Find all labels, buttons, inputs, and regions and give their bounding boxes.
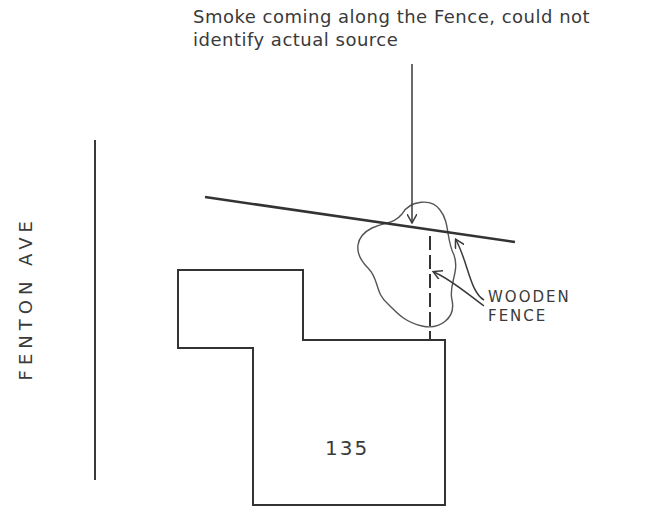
house-outline: 135	[177, 268, 449, 508]
house-number: 135	[325, 436, 369, 460]
street-line	[94, 140, 96, 480]
note-text: WOODEN FENCE	[488, 288, 598, 326]
leader-arrow	[434, 272, 484, 306]
wooden-fence	[429, 236, 431, 340]
fence-line	[205, 197, 515, 242]
note-text: Smoke coming along the Fence, could not …	[193, 6, 661, 51]
leader-arrow	[456, 240, 484, 300]
house-shape	[177, 268, 449, 508]
street-name: FENTON AVE	[15, 216, 38, 380]
leader-arrow	[411, 64, 413, 222]
